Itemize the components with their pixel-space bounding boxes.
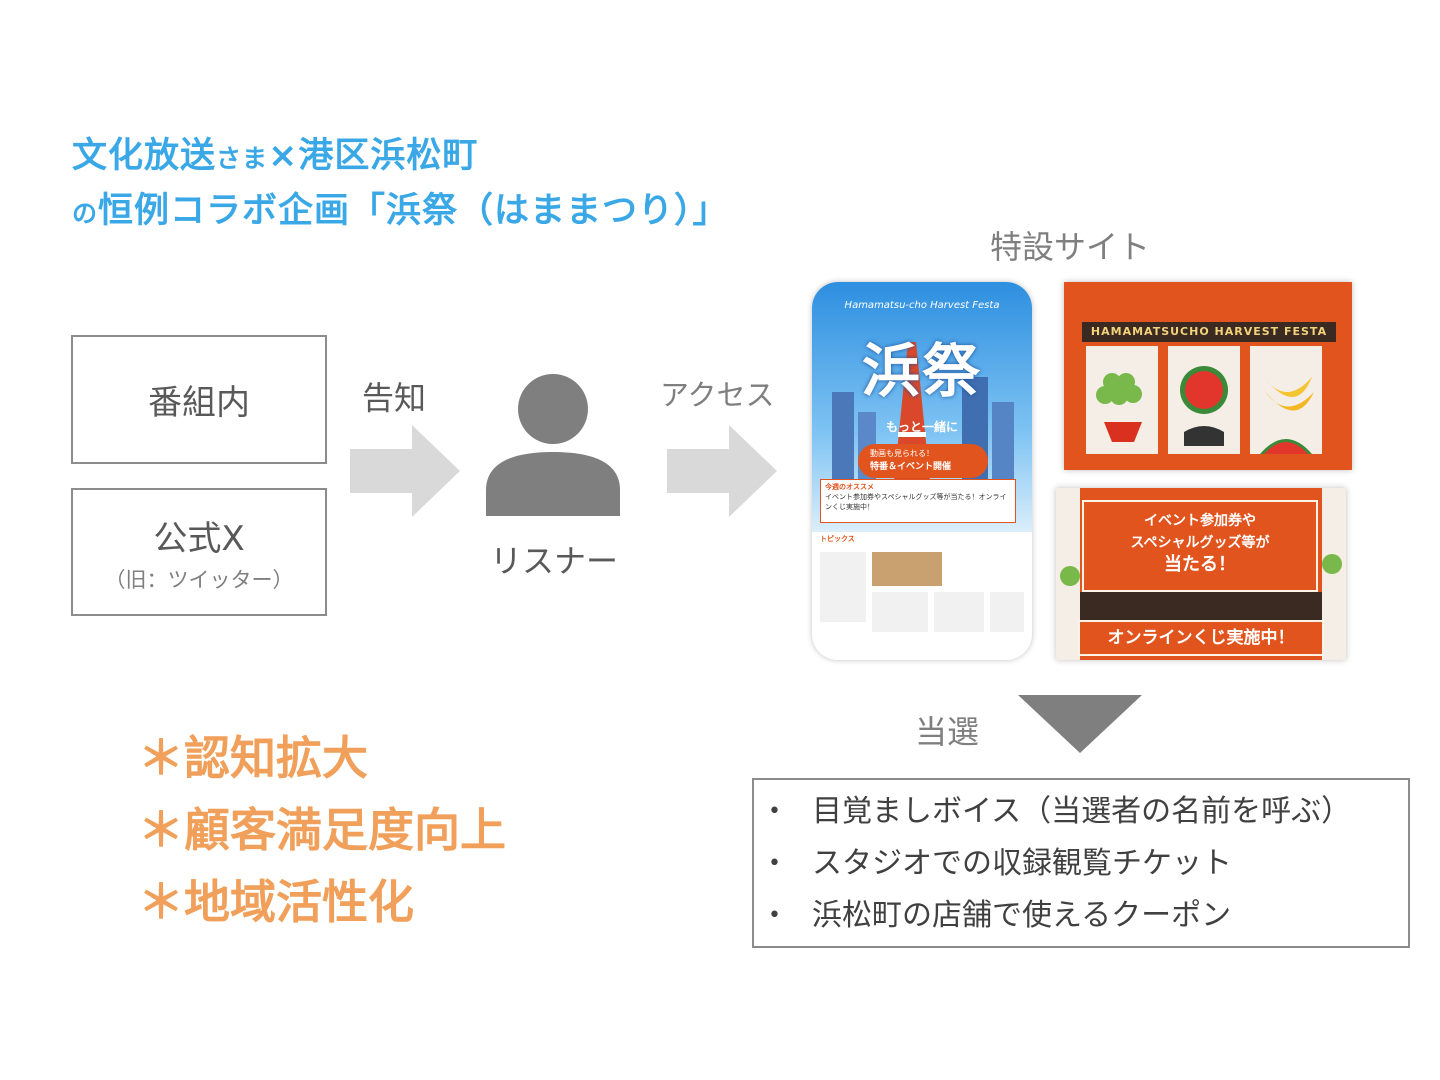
title-line-2: の恒例コラボ企画「浜祭（はままつり）」 <box>72 191 729 231</box>
lottery-promo-screenshot: イベント参加券や スペシャルグッズ等が 当たる！ オンラインくじ実施中！ <box>1056 488 1346 660</box>
title-line-1: 文化放送さま×港区浜松町 <box>72 136 479 176</box>
topic-photo <box>872 552 942 586</box>
goal-item: ＊認知拡大 <box>138 731 368 785</box>
goals-list: ＊認知拡大 ＊顧客満足度向上 ＊地域活性化 <box>138 722 506 938</box>
special-program-banner[interactable]: 動画も見られる！ 特番＆イベント開催 <box>858 444 988 478</box>
site-phone-screenshot: Hamamatsu-cho Harvest Festa 浜祭 もっと一緒に 動画… <box>812 282 1032 660</box>
banner-line-1: 動画も見られる！ <box>870 449 934 458</box>
bullet-icon: • <box>768 851 781 876</box>
prize-list-box: • 目覚ましボイス（当選者の名前を呼ぶ） • スタジオでの収録観覧チケット • 浜松町… <box>752 778 1410 948</box>
win-label: 当選 <box>915 713 980 751</box>
announce-label: 告知 <box>362 379 427 417</box>
source-label: 公式X <box>153 518 245 559</box>
person-icon <box>486 374 620 516</box>
source-sublabel: （旧：ツイッター） <box>104 567 294 592</box>
topics-title: トピックス <box>820 535 855 543</box>
access-label: アクセス <box>660 378 775 412</box>
promo-line-3: 当たる！ <box>1164 554 1236 575</box>
source-box-program: 番組内 <box>71 335 327 464</box>
banner-line-2: 特番＆イベント開催 <box>870 462 952 472</box>
promo-panel: イベント参加券や スペシャルグッズ等が 当たる！ <box>1082 500 1318 592</box>
bullet-icon: • <box>768 903 781 928</box>
harvest-title-text: Hamamatsu-cho Harvest Festa <box>844 300 1000 311</box>
festival-logo-text: 浜祭 <box>861 337 982 405</box>
slot-header-text: HAMAMATSUCHO HARVEST FESTA <box>1082 322 1336 342</box>
listener-label: リスナー <box>490 542 619 580</box>
source-box-official-x: 公式X （旧：ツイッター） <box>71 488 327 616</box>
tagline-text: もっと一緒に <box>885 420 958 434</box>
prize-text: 目覚ましボイス（当選者の名前を呼ぶ） <box>812 794 1352 829</box>
slide-title: 文化放送さま×港区浜松町 の恒例コラボ企画「浜祭（はままつり）」 <box>72 130 729 240</box>
goal-item: ＊地域活性化 <box>138 875 414 929</box>
prize-text: 浜松町の店舗で使えるクーポン <box>812 898 1232 933</box>
slot-machine-screenshot: HAMAMATSUCHO HARVEST FESTA <box>1064 282 1352 470</box>
prize-item: • 浜松町の店舗で使えるクーポン <box>754 890 1408 942</box>
recommend-card[interactable]: 今週のオススメ イベント参加券やスペシャルグッズ等が当たる！オンラインくじ実施中… <box>820 479 1016 523</box>
arrow-down-icon <box>1018 695 1142 753</box>
prize-text: スタジオでの収録観覧チケット <box>812 846 1232 881</box>
promo-line-1: イベント参加券や <box>1144 513 1256 529</box>
source-label: 番組内 <box>148 383 250 423</box>
recommend-title: 今週のオススメ <box>825 483 874 491</box>
recommend-text: イベント参加券やスペシャルグッズ等が当たる！オンラインくじ実施中！ <box>825 493 1007 511</box>
special-site-label: 特設サイト <box>990 228 1151 266</box>
bullet-icon: • <box>768 799 781 824</box>
arrow-right-icon <box>667 425 777 517</box>
arrow-right-icon <box>350 425 460 517</box>
goal-item: ＊顧客満足度向上 <box>138 803 506 857</box>
topic-card[interactable] <box>990 592 1024 632</box>
promo-line-2: スペシャルグッズ等が <box>1130 535 1270 551</box>
online-lottery-button[interactable]: オンラインくじ実施中！ <box>1078 620 1324 656</box>
prize-item: • 目覚ましボイス（当選者の名前を呼ぶ） <box>754 786 1408 838</box>
topic-card[interactable] <box>820 552 866 622</box>
topic-card[interactable] <box>872 592 928 632</box>
topic-card[interactable] <box>934 592 984 632</box>
prize-item: • スタジオでの収録観覧チケット <box>754 838 1408 890</box>
